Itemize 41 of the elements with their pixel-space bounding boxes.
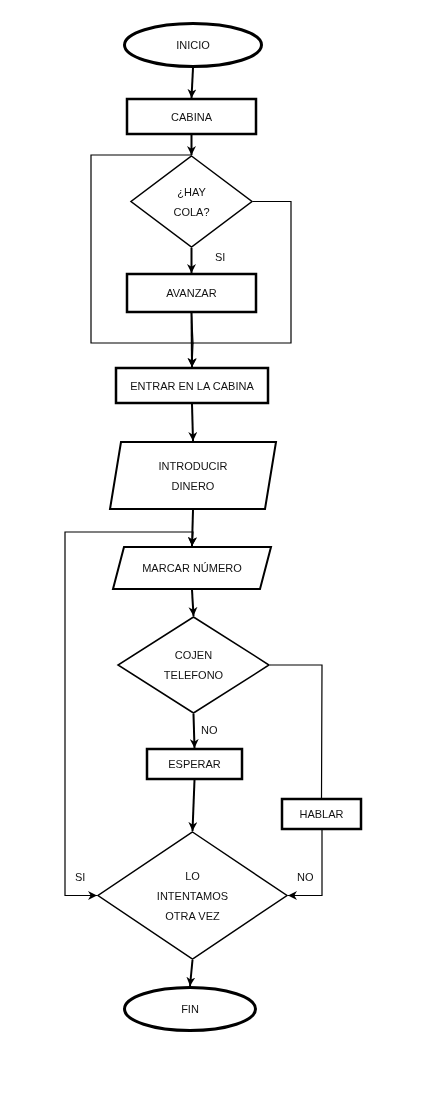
decision-diamond xyxy=(117,616,270,714)
process-box xyxy=(126,273,257,313)
flow-arrow xyxy=(189,713,199,749)
decision-diamond xyxy=(97,831,288,960)
start-terminal-oval xyxy=(123,22,263,68)
edge-label: NO xyxy=(200,724,219,737)
process-box xyxy=(115,367,269,404)
node-label: LO INTENTAMOS OTRA VEZ xyxy=(155,868,230,924)
node-label: INICIO xyxy=(176,38,210,53)
node-label: ENTRAR EN LA CABINA xyxy=(130,378,254,394)
connector-line xyxy=(269,664,323,799)
flow-arrow xyxy=(188,403,198,442)
node-label: ESPERAR xyxy=(168,757,221,772)
node-label: INTRODUCIR DINERO xyxy=(157,458,229,494)
flow-arrow xyxy=(188,779,198,832)
node-label: HABLAR xyxy=(299,807,344,822)
node-label: AVANZAR xyxy=(166,286,217,301)
flow-arrow xyxy=(187,67,197,99)
flow-arrow xyxy=(187,134,196,156)
flow-arrow xyxy=(187,247,196,274)
flow-arrow xyxy=(287,829,323,900)
process-box xyxy=(126,98,257,135)
input-parallelogram xyxy=(109,441,277,510)
decision-diamond xyxy=(130,155,253,248)
node-label: FIN xyxy=(181,1002,199,1017)
flow-arrow xyxy=(187,200,292,368)
connector-line xyxy=(90,154,194,344)
edge-label: SI xyxy=(74,871,87,884)
node-label: COJEN TELEFONO xyxy=(162,648,225,683)
edge-label: SI xyxy=(214,251,227,264)
flow-arrow xyxy=(186,959,196,987)
input-parallelogram xyxy=(112,546,272,590)
process-box xyxy=(281,798,362,830)
node-label: CABINA xyxy=(171,109,212,125)
process-box xyxy=(146,748,243,780)
edge-label: NO xyxy=(296,871,315,884)
node-label: MARCAR NÚMERO xyxy=(142,561,242,576)
end-terminal-oval xyxy=(123,986,257,1032)
flow-arrow xyxy=(64,531,198,900)
node-label: ¿HAY COLA? xyxy=(172,184,211,220)
flow-arrow xyxy=(188,589,198,617)
